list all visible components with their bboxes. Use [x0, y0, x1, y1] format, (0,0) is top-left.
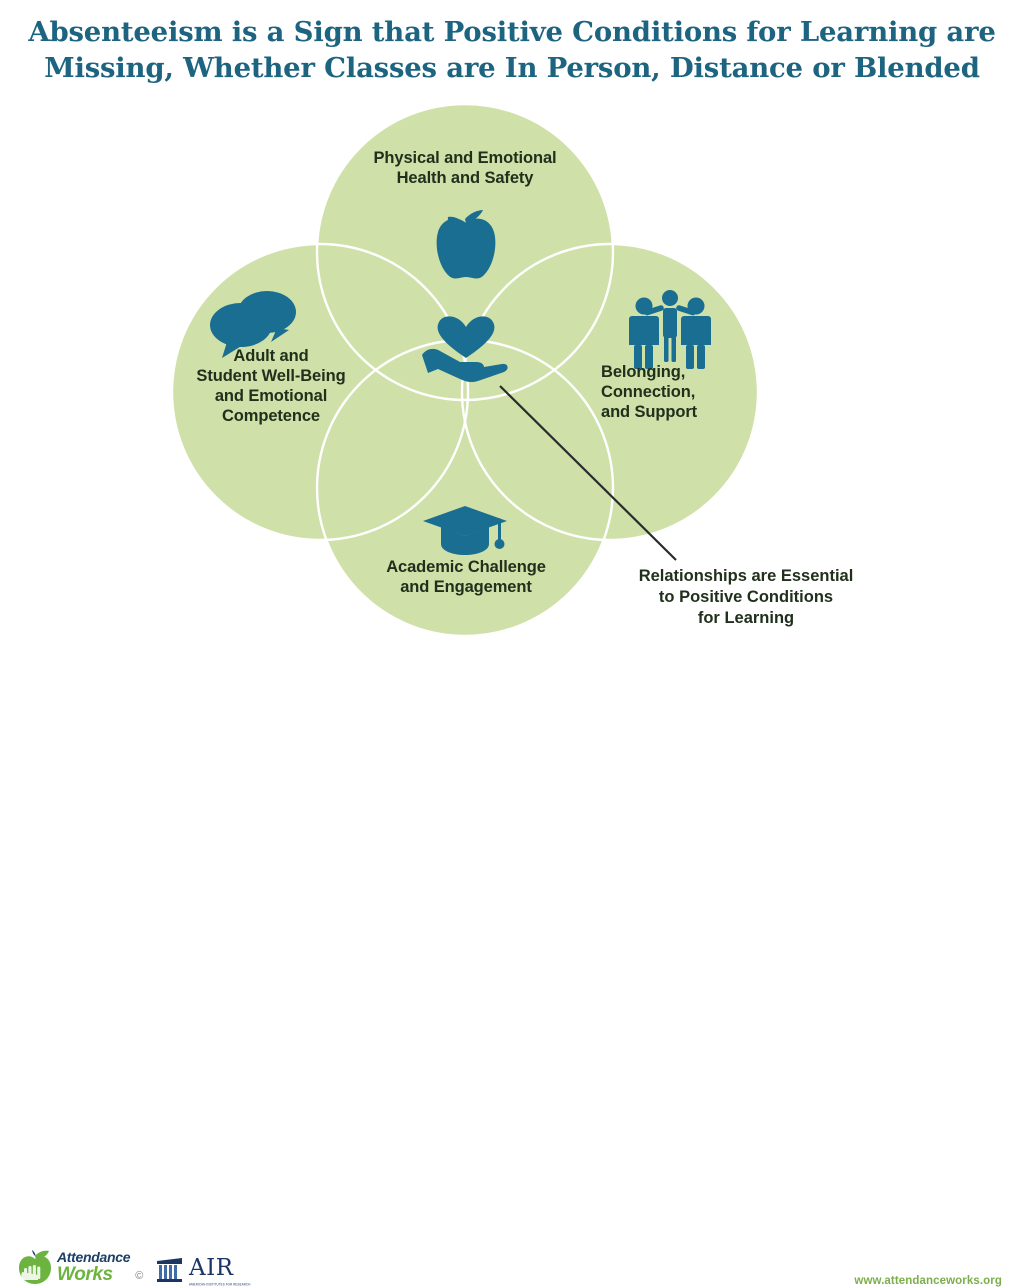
venn-label-bottom: Academic Challenge and Engagement [330, 557, 602, 597]
venn-label-right-line-3: and Support [601, 403, 698, 421]
apple-hand-icon [19, 1250, 51, 1284]
attendance-works-word-1: Attendance [57, 1249, 131, 1265]
venn-circle-bottom [317, 340, 613, 636]
venn-label-top-line-2: Health and Safety [396, 169, 534, 187]
venn-label-left: Adult and Student Well-Being and Emotion… [168, 346, 374, 426]
page-title-line-2: Missing, Whether Classes are In Person, … [44, 52, 980, 84]
annotation-line-3: for Learning [697, 609, 795, 627]
air-tagline: AMERICAN INSTITUTES FOR RESEARCH [189, 1282, 251, 1287]
venn-label-bottom-line-2: and Engagement [400, 578, 532, 596]
annotation-line-2: to Positive Conditions [658, 588, 834, 606]
footer: Attendance Works © AIR AMERICAN INSTITUT… [0, 618, 1024, 1287]
annotation-line-1: Relationships are Essential [638, 567, 854, 585]
venn-label-right-line-2: Connection, [601, 383, 696, 401]
venn-label-bottom-line-1: Academic Challenge [386, 558, 546, 576]
page-title: Absenteeism is a Sign that Positive Cond… [0, 14, 1024, 86]
copyright-symbol: © [135, 1270, 144, 1282]
air-wordmark: AIR [189, 1255, 234, 1281]
venn-label-top-line-1: Physical and Emotional [373, 149, 557, 167]
attendance-works-word-2: Works [57, 1264, 113, 1285]
annotation-leader-line [499, 385, 677, 561]
attendance-works-logo: Attendance Works © [18, 1249, 143, 1285]
venn-label-left-line-3: and Emotional [214, 387, 328, 405]
venn-label-right-line-1: Belonging, [601, 363, 686, 381]
venn-label-top: Physical and Emotional Health and Safety [325, 148, 605, 188]
website-url: www.attendanceworks.org [854, 1275, 1002, 1287]
annotation-relationships: Relationships are Essential to Positive … [606, 566, 886, 629]
page-title-line-1: Absenteeism is a Sign that Positive Cond… [28, 16, 996, 48]
venn-label-left-line-4: Competence [221, 407, 321, 425]
venn-diagram [170, 102, 760, 638]
venn-label-right: Belonging, Connection, and Support [601, 362, 759, 422]
venn-label-left-line-1: Adult and [233, 347, 309, 365]
column-icon [157, 1258, 182, 1282]
venn-label-left-line-2: Student Well-Being [196, 367, 346, 385]
air-logo: AIR AMERICAN INSTITUTES FOR RESEARCH [156, 1257, 251, 1287]
